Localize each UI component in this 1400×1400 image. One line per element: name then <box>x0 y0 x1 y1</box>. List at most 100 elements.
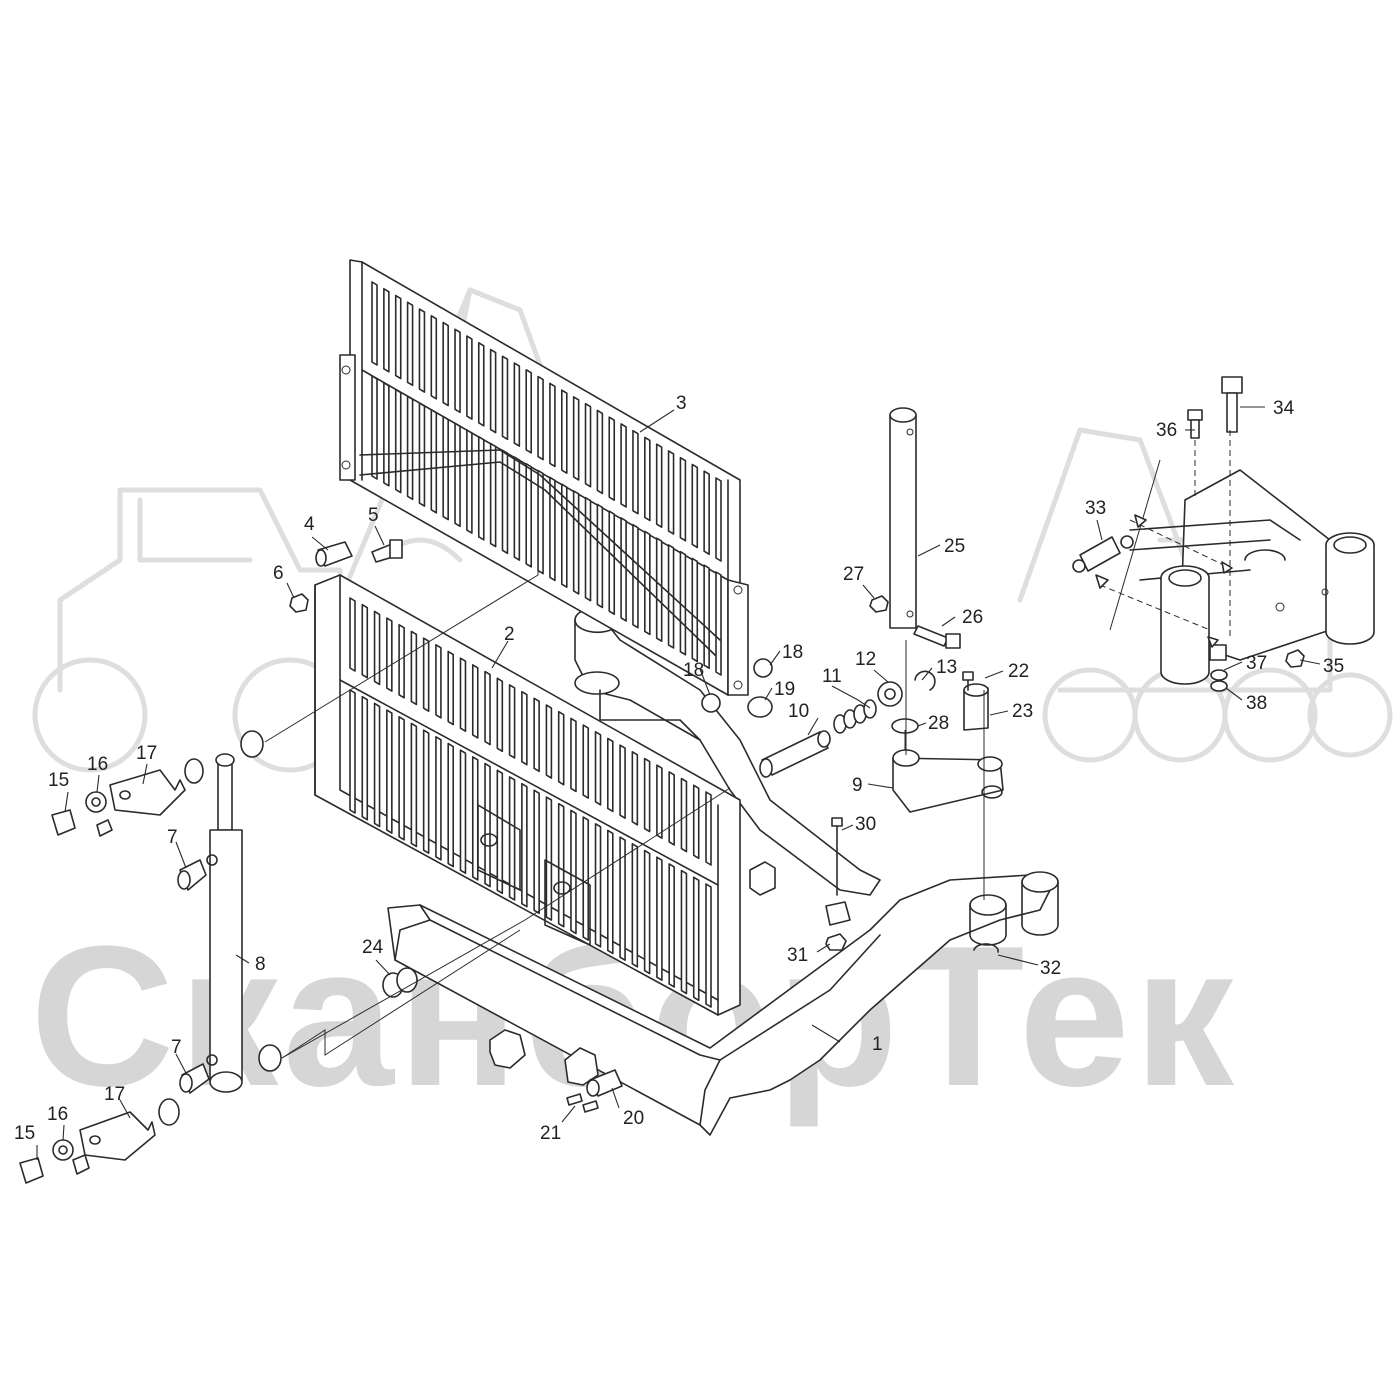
tube-part-25 <box>889 407 917 629</box>
grille-bar <box>715 477 722 562</box>
grille-bar <box>422 637 430 712</box>
grille-bar <box>501 355 509 441</box>
grille-panel-rear <box>339 259 749 696</box>
grille-bar <box>447 742 455 868</box>
grille-rear-bars <box>371 281 722 676</box>
grille-bar <box>703 564 710 670</box>
grille-bar <box>454 328 461 414</box>
grille-bar <box>394 388 402 494</box>
grille-bar <box>361 603 369 679</box>
callout-8: 8 <box>255 954 266 975</box>
callout-16-lower: 16 <box>47 1104 68 1125</box>
callout-27: 27 <box>843 564 864 585</box>
callout-1: 1 <box>872 1034 883 1055</box>
grille-bar <box>620 517 627 622</box>
grille-bar <box>691 463 699 549</box>
grille-bar <box>656 856 663 982</box>
grille-bar <box>549 382 556 468</box>
pins-part-21 <box>566 1093 599 1113</box>
bushing-part-20 <box>586 1069 623 1097</box>
grille-bar <box>545 796 553 921</box>
bolt-part-5 <box>371 539 403 563</box>
grille-bar <box>349 689 356 814</box>
grille-bar <box>705 883 712 1008</box>
grille-bar <box>383 381 390 487</box>
grille-bar <box>632 523 639 629</box>
grille-bar <box>703 470 710 556</box>
grille-bar <box>422 729 430 854</box>
grille-bar <box>545 704 553 779</box>
grille-bar <box>406 301 414 387</box>
washers-part-24 <box>382 967 418 998</box>
callout-13: 13 <box>936 657 957 678</box>
grille-bar <box>447 650 455 726</box>
grille-bar <box>691 557 699 663</box>
grille-bar <box>632 429 639 515</box>
grille-bar <box>655 537 663 643</box>
nut-part-27 <box>869 595 889 613</box>
grille-bar <box>418 308 426 393</box>
callout-12: 12 <box>855 649 876 670</box>
callout-7-lower: 7 <box>171 1037 182 1058</box>
grille-bar <box>570 717 577 793</box>
callout-23: 23 <box>1012 701 1033 722</box>
grille-bar <box>418 402 426 507</box>
grille-bar <box>596 503 604 609</box>
grille-bar <box>533 789 540 915</box>
callout-37: 37 <box>1246 653 1267 674</box>
bushing-part-18-lower <box>701 693 721 713</box>
callout-20: 20 <box>623 1108 644 1129</box>
callout-5: 5 <box>368 505 379 526</box>
callout-6: 6 <box>273 563 284 584</box>
grille-bar <box>508 684 516 759</box>
grille-bar <box>442 321 449 407</box>
grille-bar <box>430 408 438 514</box>
grille-bar <box>383 287 390 373</box>
alignment-lines <box>264 470 985 1059</box>
bolt-part-26 <box>913 625 961 649</box>
grille-bar <box>705 791 712 866</box>
grille-bar <box>537 375 544 461</box>
bushing-part-23 <box>963 683 989 731</box>
grille-bar <box>582 816 590 941</box>
grille-bar <box>410 630 418 706</box>
callout-2: 2 <box>504 624 515 645</box>
washer-part-19 <box>747 696 773 718</box>
hydraulic-elbow-fitting-upper <box>177 859 207 891</box>
callout-24: 24 <box>362 937 384 958</box>
grille-bar <box>692 876 700 1002</box>
grille-bar <box>572 396 580 481</box>
grille-bar <box>459 657 467 733</box>
grille-bar <box>435 736 442 861</box>
swing-arm-part-9 <box>892 749 1004 813</box>
grille-bar <box>442 415 449 521</box>
grille-bar <box>596 409 604 495</box>
grille-bar <box>430 314 438 400</box>
grille-bar <box>572 490 580 595</box>
grille-bar <box>466 429 473 534</box>
grille-bar <box>435 644 442 719</box>
grille-bar <box>521 782 528 908</box>
grille-bar <box>560 389 568 474</box>
grille-bar <box>459 749 467 875</box>
grille-bar <box>667 450 675 535</box>
spring-washers-part-11 <box>833 699 877 734</box>
callout-21: 21 <box>540 1123 561 1144</box>
grille-bar <box>525 369 533 454</box>
callout-34: 34 <box>1273 398 1295 419</box>
grille-bar <box>477 436 485 541</box>
grille-bar <box>582 724 590 799</box>
nut-part-6 <box>289 593 309 613</box>
callout-38: 38 <box>1246 693 1267 714</box>
grille-bar <box>496 769 504 895</box>
grille-bar <box>471 756 479 881</box>
grille-bar <box>484 670 491 746</box>
grille-bar <box>594 822 602 948</box>
bolt-part-22 <box>962 671 974 691</box>
grille-bar <box>667 544 675 649</box>
grille-bar <box>513 456 521 561</box>
grille-bar <box>508 776 516 901</box>
callout-10: 10 <box>788 701 809 722</box>
grille-bar <box>471 664 479 739</box>
